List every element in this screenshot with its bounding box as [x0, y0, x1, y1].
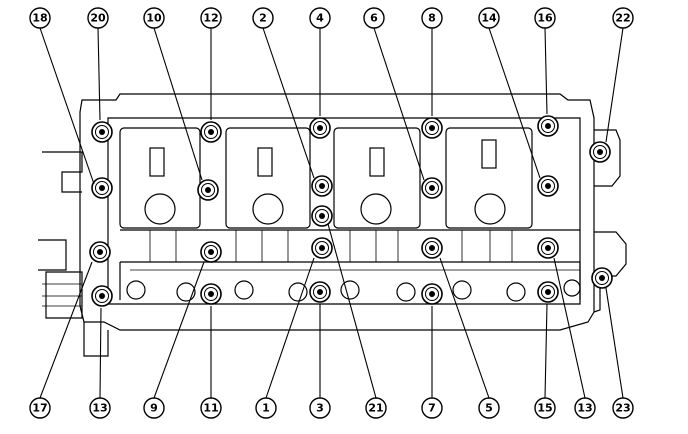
bolt-5: [421, 237, 443, 259]
callout-7: 7: [421, 397, 443, 419]
bolt-22: [589, 141, 611, 163]
leader-21: [327, 223, 377, 399]
leader-1: [265, 257, 315, 399]
leader-2: [262, 27, 315, 179]
bolt-17: [89, 241, 111, 263]
callout-17-label: 17: [32, 402, 47, 415]
callout-13-right-label: 13: [577, 402, 592, 415]
callout-8: 8: [421, 7, 443, 29]
callout-6: 6: [363, 7, 385, 29]
callout-4-label: 4: [316, 12, 324, 25]
bolt-18: [91, 177, 113, 199]
leader-9: [153, 261, 205, 399]
callout-16: 16: [534, 7, 556, 29]
bolt-20: [91, 121, 113, 143]
callout-9: 9: [143, 397, 165, 419]
callout-7-label: 7: [428, 402, 436, 415]
callout-23-label: 23: [615, 402, 630, 415]
callout-21-label: 21: [368, 402, 383, 415]
callout-10-label: 10: [146, 12, 162, 25]
leader-6: [373, 27, 425, 181]
top-callouts: 18 20 10 12 2 4 6 8 14 16 22: [29, 7, 634, 29]
callout-1: 1: [255, 397, 277, 419]
callout-12: 12: [200, 7, 222, 29]
bolt-21: [311, 205, 333, 227]
leader-13r: [553, 257, 586, 399]
bolt-23: [591, 267, 613, 289]
callout-1-label: 1: [262, 402, 270, 415]
callout-2: 2: [252, 7, 274, 29]
callout-15-label: 15: [537, 402, 552, 415]
callout-21: 21: [365, 397, 387, 419]
bolt-10: [197, 179, 219, 201]
bolt-4: [309, 117, 331, 139]
callout-10: 10: [143, 7, 165, 29]
callout-20: 20: [87, 7, 109, 29]
cylinder-head-body: [38, 93, 627, 357]
leader-22: [605, 27, 624, 143]
bolt-6: [421, 177, 443, 199]
callout-18: 18: [29, 7, 51, 29]
leader-15: [544, 303, 548, 399]
bolt-12: [200, 121, 222, 143]
callout-14: 14: [478, 7, 500, 29]
callout-15: 15: [534, 397, 556, 419]
leader-5: [439, 257, 490, 399]
bolt-3: [309, 281, 331, 303]
callout-8-label: 8: [428, 12, 436, 25]
leader-lines: [39, 27, 624, 399]
bolt-13r: [537, 237, 559, 259]
callout-5-label: 5: [485, 402, 493, 415]
callout-13-left: 13: [89, 397, 111, 419]
bolt-15: [537, 281, 559, 303]
leader-18: [39, 27, 95, 185]
bolt-8: [421, 117, 443, 139]
bolt-11: [200, 283, 222, 305]
bolt-9: [200, 241, 222, 263]
bolt-16: [537, 115, 559, 137]
callout-11: 11: [200, 397, 222, 419]
callout-5: 5: [478, 397, 500, 419]
callout-6-label: 6: [370, 12, 378, 25]
callout-20-label: 20: [90, 12, 106, 25]
callout-22: 22: [612, 7, 634, 29]
leader-14: [488, 27, 541, 179]
callout-18-label: 18: [32, 12, 47, 25]
bottom-callouts: 17 13 9 11 1 3 21 7 5 15 13 23: [29, 397, 634, 419]
callout-3-label: 3: [316, 402, 324, 415]
bolt-14: [537, 175, 559, 197]
leader-10: [153, 27, 203, 181]
callout-3: 3: [309, 397, 331, 419]
callout-22-label: 22: [615, 12, 630, 25]
bolt-13l: [91, 285, 113, 307]
bolt-2: [311, 175, 333, 197]
callout-17: 17: [29, 397, 51, 419]
callout-4: 4: [309, 7, 331, 29]
callout-12-label: 12: [203, 12, 218, 25]
leader-13l: [99, 307, 102, 399]
bolt-1: [311, 237, 333, 259]
callout-11-label: 11: [203, 402, 218, 415]
leader-20: [97, 27, 101, 121]
callout-16-label: 16: [537, 12, 553, 25]
callout-2-label: 2: [259, 12, 267, 25]
head-bolts: [89, 115, 613, 307]
callout-13-left-label: 13: [92, 402, 107, 415]
leader-23: [605, 287, 624, 399]
leader-16: [544, 27, 548, 115]
bolt-7: [421, 283, 443, 305]
leader-17: [39, 261, 93, 399]
callout-14-label: 14: [481, 12, 497, 25]
callout-9-label: 9: [150, 402, 158, 415]
callout-13-right: 13: [574, 397, 596, 419]
callout-23: 23: [612, 397, 634, 419]
